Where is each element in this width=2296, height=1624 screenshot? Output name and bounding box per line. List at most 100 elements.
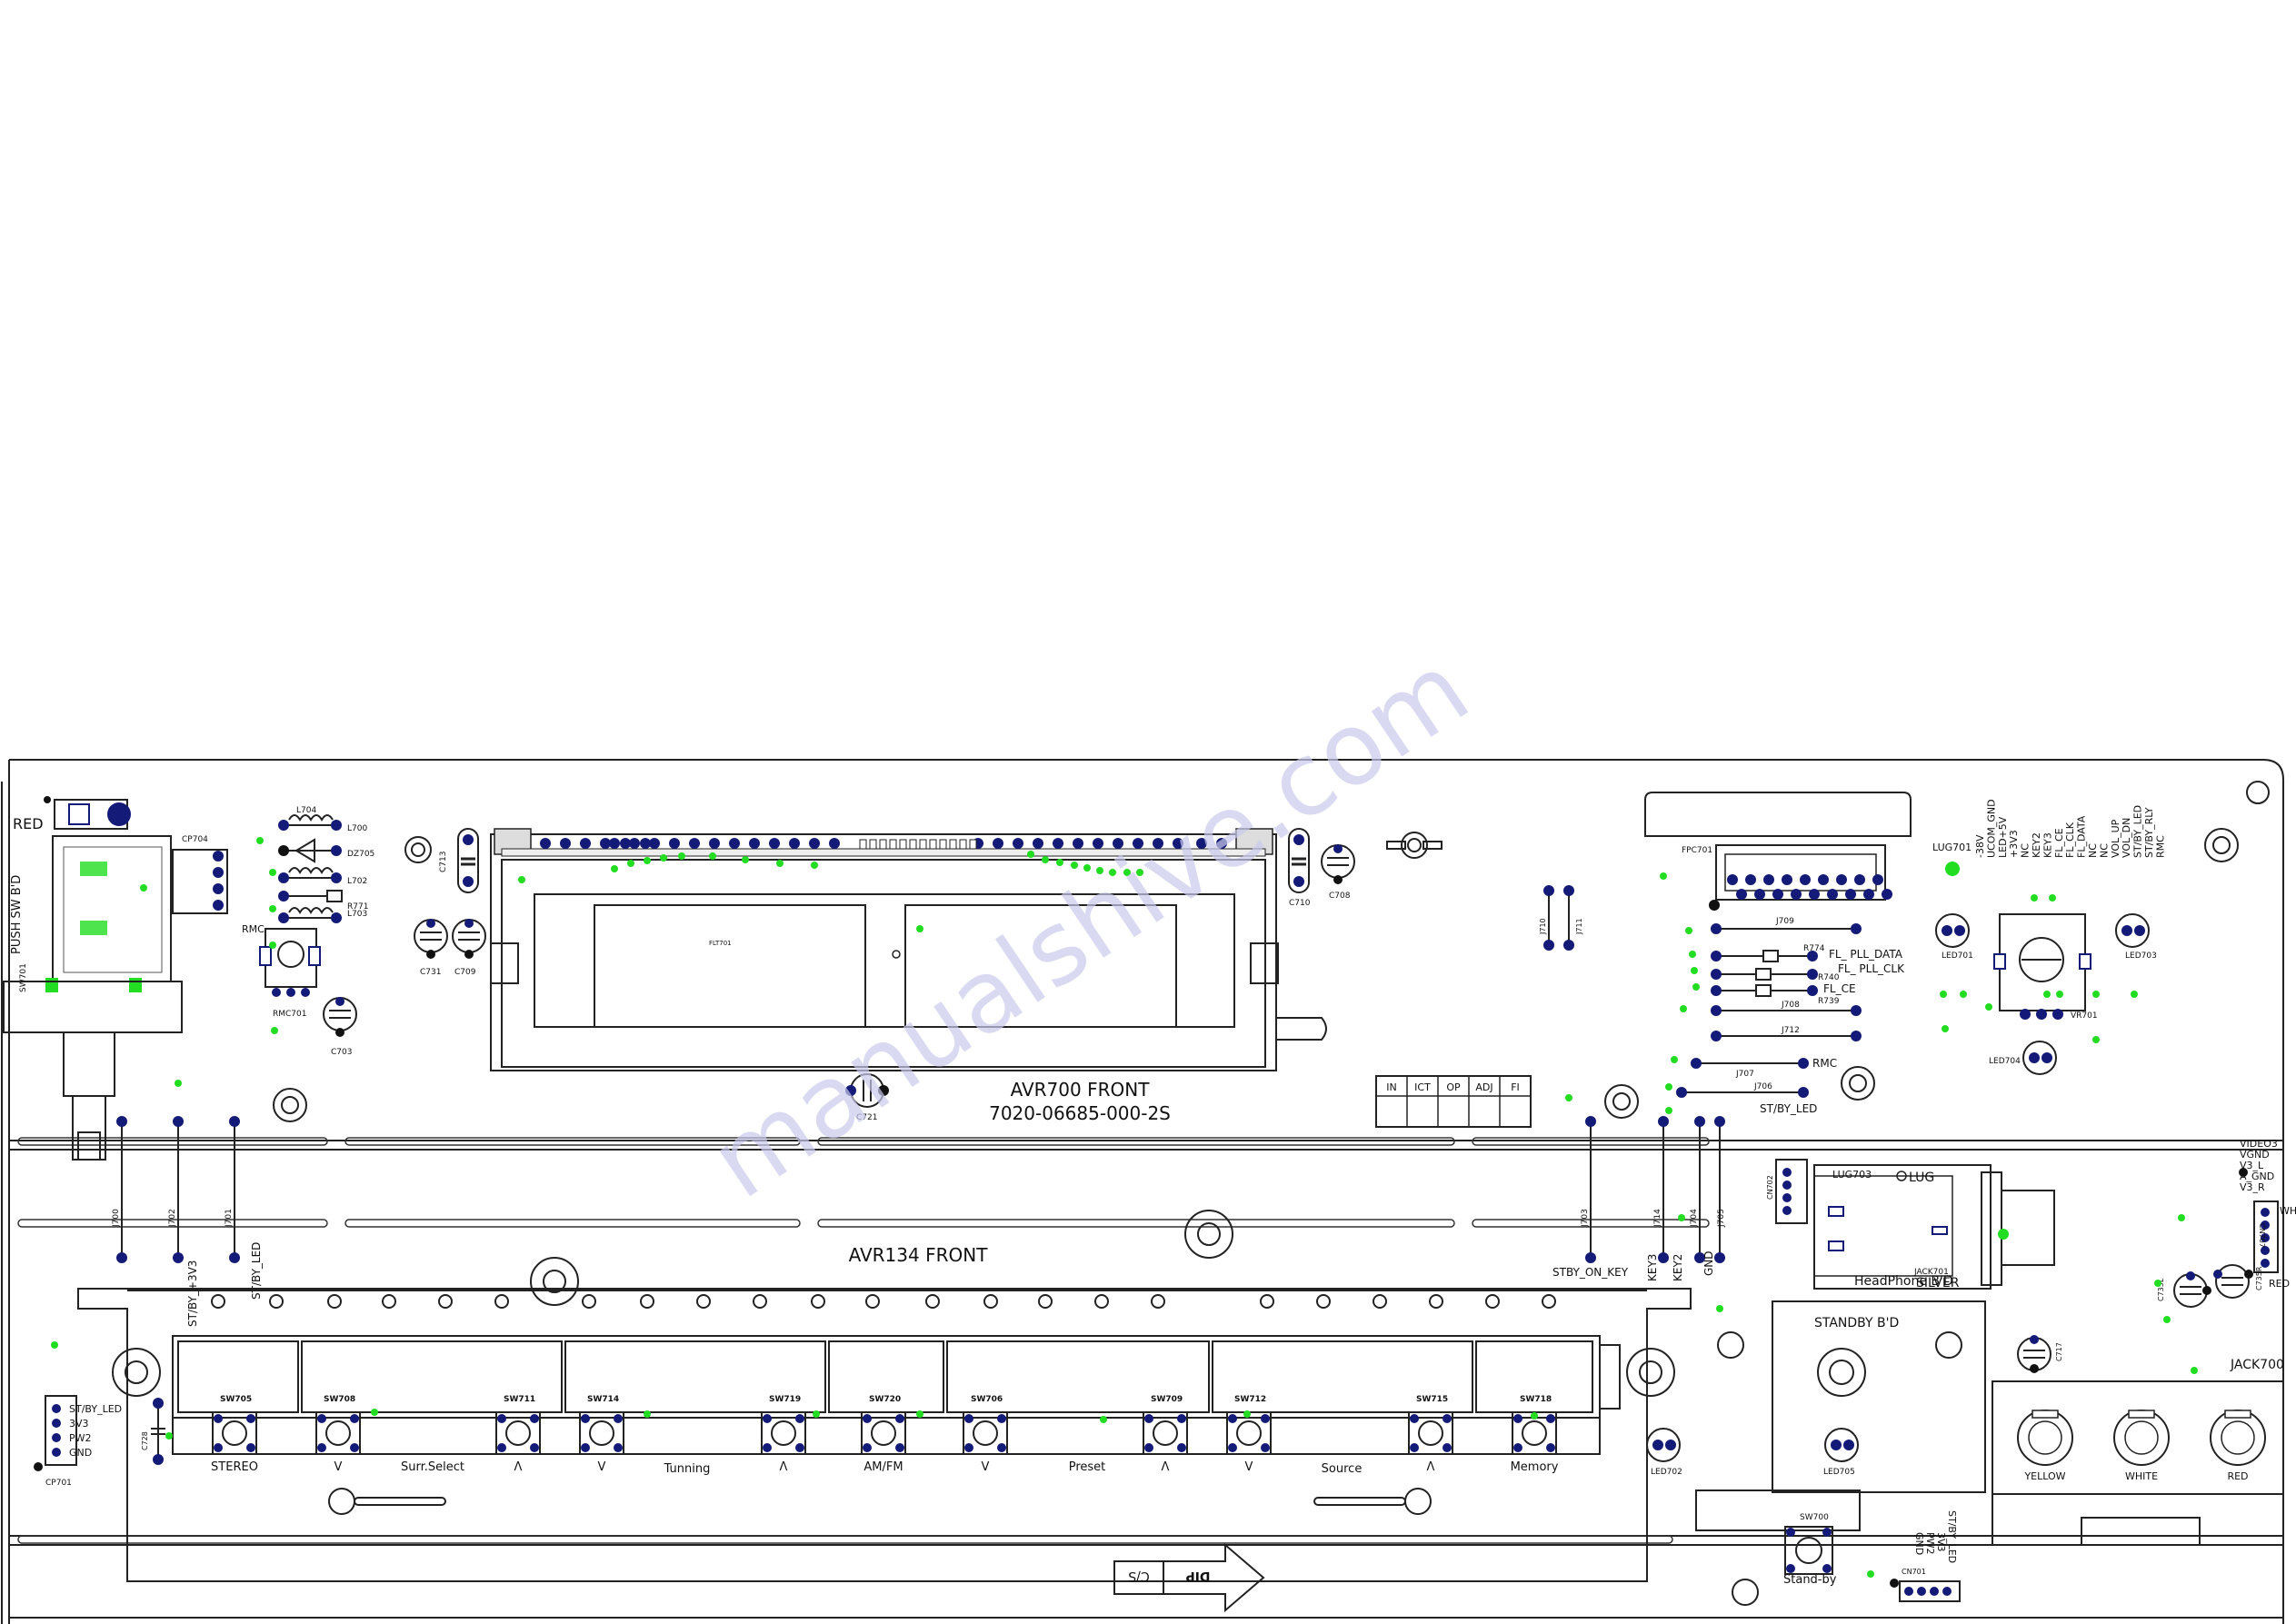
frame-holes: [112, 1210, 1675, 1515]
switch-pad: [614, 1443, 623, 1452]
frame-pad: [1151, 1294, 1165, 1309]
frame-pad: [811, 1294, 825, 1309]
source-label: Source: [1322, 1462, 1363, 1476]
test-point-dot: [518, 876, 525, 883]
r740-label: R740: [1818, 973, 1840, 982]
fpc701-pin: [1745, 874, 1756, 885]
flt701-pin: [1013, 838, 1023, 849]
switch-pad: [581, 1414, 590, 1423]
fpc701-label: FPC701: [1682, 846, 1712, 855]
frame-pad: [582, 1294, 596, 1309]
l704-label: L704: [296, 806, 316, 815]
fpc701-pin: [1736, 889, 1747, 900]
switch-caption: V: [1245, 1460, 1253, 1474]
c728-label: C728: [141, 1431, 149, 1450]
j704-label: J704: [1690, 1209, 1699, 1228]
key3-label: KEY3: [1646, 1254, 1659, 1281]
cn707-label: CN707: [2258, 1223, 2266, 1248]
flt701-pin: [1153, 838, 1163, 849]
switch-body: [1408, 1411, 1453, 1455]
frame-pad: [327, 1294, 342, 1309]
white-label: WHITE: [2125, 1470, 2158, 1482]
test-point-dot: [1042, 856, 1049, 863]
flt701-pin: [1053, 838, 1063, 849]
v3-r-label: V3_R: [2240, 1181, 2265, 1193]
test-point-dot: [1665, 1107, 1672, 1114]
test-point-dot: [1565, 1094, 1572, 1101]
switch-body: [1143, 1411, 1188, 1455]
video3-label: VIDEO3: [2240, 1138, 2278, 1150]
switch-pad: [246, 1414, 255, 1423]
bottom-board-title: AVR134 FRONT: [849, 1244, 989, 1266]
switch-pad: [895, 1443, 904, 1452]
test-point-dot: [1680, 1005, 1687, 1012]
j711-label: J711: [1575, 918, 1583, 935]
switch-pad: [1442, 1443, 1452, 1452]
standby-board: STANDBY B'D LED705 LED702 SW700 Stand-by…: [1646, 1300, 1986, 1606]
fpc701-pin: [1727, 874, 1738, 885]
cp704-connector: CP704: [172, 835, 228, 914]
c721-label: C721: [856, 1113, 877, 1122]
switch-pad: [1144, 1414, 1153, 1423]
switch-actuator: [1153, 1420, 1178, 1446]
flt701-pad-square: [939, 839, 947, 850]
flt701-pad-square: [969, 839, 977, 850]
test-point-dot: [1716, 1305, 1723, 1312]
flt701-display: FLT701: [490, 828, 1327, 1071]
flt701-pin: [669, 838, 680, 849]
fl-ce-label: FL_CE: [1823, 982, 1856, 995]
flt701-pin: [649, 838, 660, 849]
test-point-dot: [2154, 1280, 2161, 1287]
flt701-pad-square: [949, 839, 957, 850]
test-point-dot: [813, 1410, 820, 1418]
test-point-dot: [269, 942, 276, 949]
switch-pad: [350, 1414, 359, 1423]
test-point-dot: [1665, 1083, 1672, 1091]
fpc701-pin-label: VOL_DN: [2121, 818, 2132, 858]
test-point-dot: [1083, 864, 1091, 872]
test-point-dot: [776, 860, 784, 867]
jumpers-right: [1676, 923, 1862, 1098]
flt701-pin: [709, 838, 720, 849]
inductor-cluster: L704 L700 DZ705 L702 R771 L703: [278, 806, 374, 923]
switch-pad: [1513, 1414, 1522, 1423]
flt701-pin: [1113, 838, 1123, 849]
dz705-label: DZ705: [347, 850, 374, 859]
rmc701-receiver: RMC RMC701: [242, 923, 321, 1019]
standby-bd-label: STANDBY B'D: [1814, 1316, 1899, 1330]
fpc701-connector: FPC701 LUG701: [1644, 792, 1972, 911]
fl-pll-data-label: FL_ PLL_DATA: [1829, 948, 1903, 961]
flt701-pin: [640, 838, 651, 849]
switch-pad: [317, 1443, 326, 1452]
preset-label: Preset: [1069, 1460, 1106, 1474]
test-point-dot: [1692, 983, 1700, 991]
flt701-pin: [1196, 838, 1207, 849]
c713-capacitor: C713: [439, 828, 479, 893]
switch-caption: V: [598, 1460, 606, 1474]
flt701-pad-square: [899, 839, 907, 850]
test-point-dot: [2056, 991, 2063, 998]
jack700-label: JACK700: [2230, 1358, 2284, 1372]
switch-pad: [1177, 1443, 1186, 1452]
frame-pad: [865, 1294, 880, 1309]
switch-pad: [863, 1414, 872, 1423]
switch-actuator: [771, 1420, 796, 1446]
flt701-pin: [749, 838, 760, 849]
flip-dip-label: DIP: [1185, 1569, 1210, 1583]
flt701-pad-square: [919, 839, 927, 850]
j703-label: J703: [1581, 1209, 1590, 1228]
test-point-dot: [2043, 991, 2051, 998]
a-gnd-label: A_GND: [2240, 1171, 2274, 1182]
